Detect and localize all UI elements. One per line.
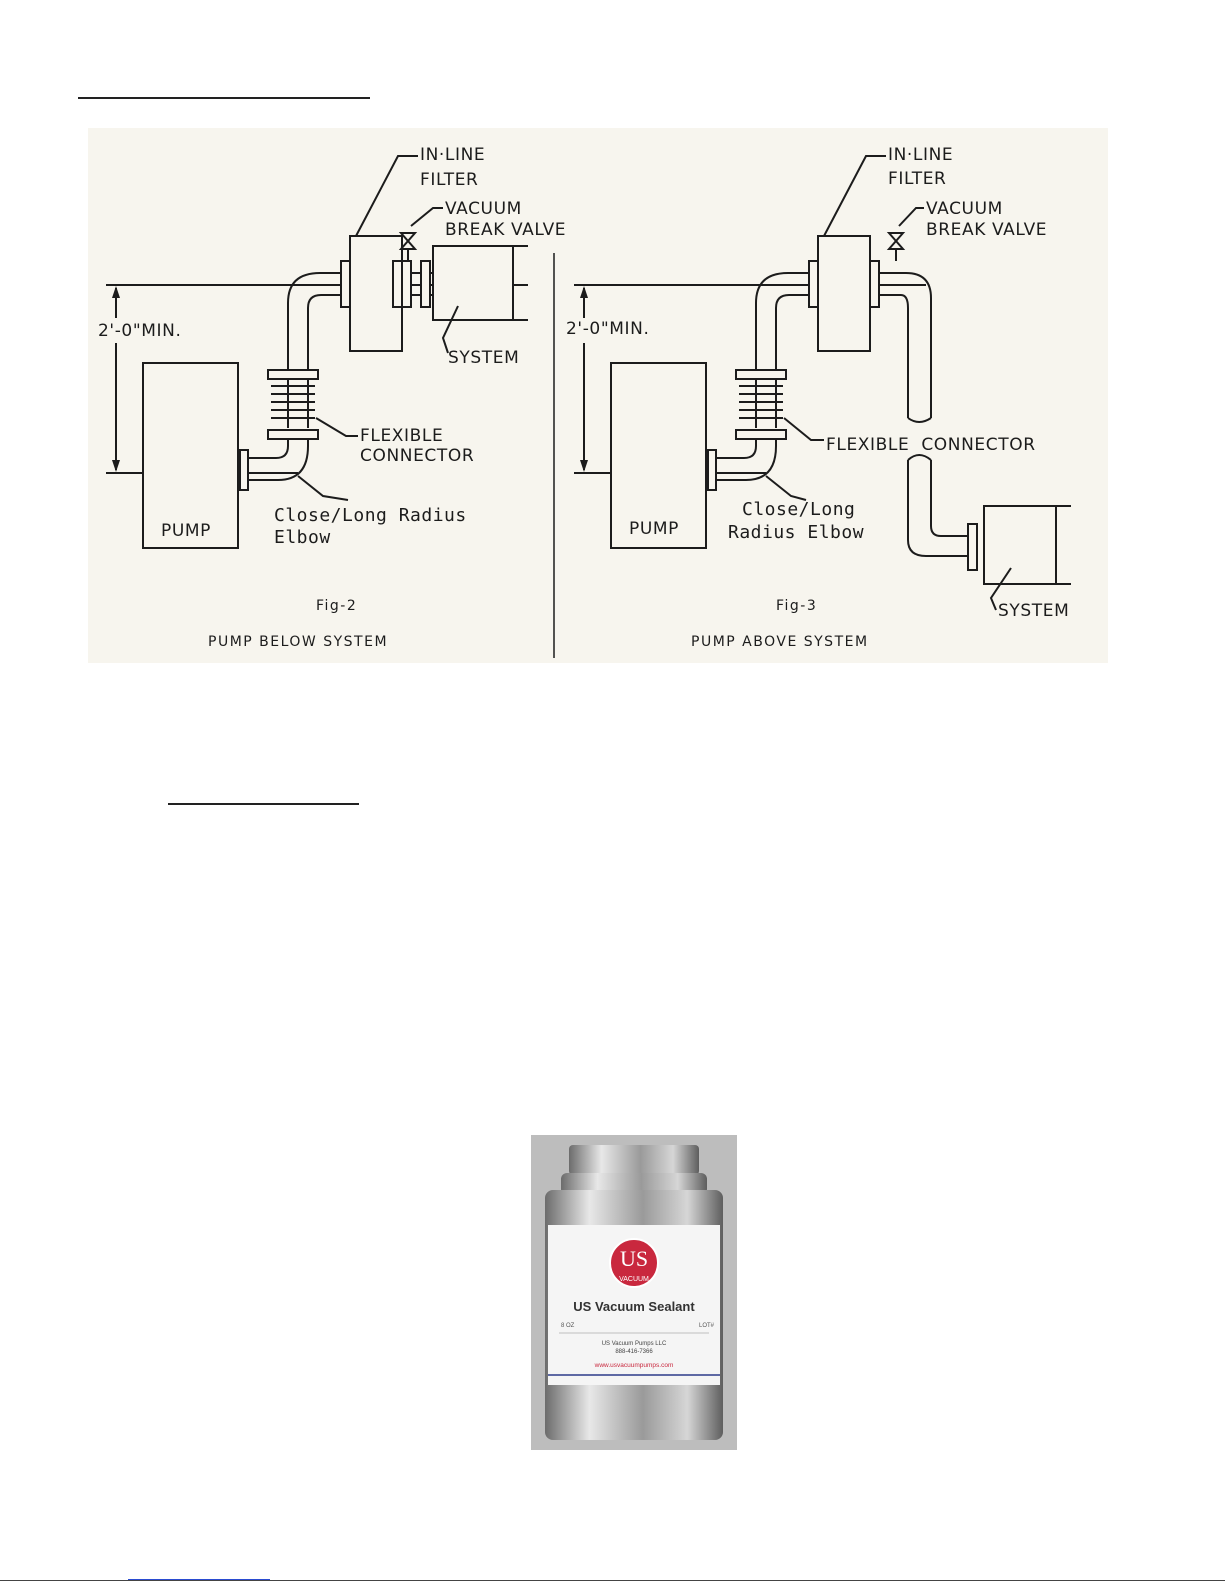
fig2-filter-label-1: IN·LINE [420, 145, 485, 165]
fig2-system-label: SYSTEM [448, 348, 519, 368]
fig3-system-label: SYSTEM [998, 601, 1069, 621]
fig3-group: 2'-0"MIN. PUMP [566, 145, 1071, 650]
fig3-system-flange [967, 523, 978, 571]
fig2-flex-label-2: CONNECTOR [360, 446, 474, 466]
fig3-inline-filter [817, 235, 871, 352]
page-bottom-rule [0, 1580, 1225, 1581]
can-shoulder [561, 1173, 707, 1195]
fig3-filter-label-1: IN·LINE [888, 145, 953, 165]
fig3-system-box [983, 505, 1057, 585]
sealant-can-photo: US VACUUM US Vacuum Sealant 8 OZ LOT# US… [531, 1135, 737, 1450]
fig3-pipe-break [907, 454, 932, 461]
company-phone: 888-416-7366 [615, 1349, 653, 1355]
fig2-elbow-leader [297, 475, 349, 501]
fig3-bellows [739, 380, 783, 428]
fig2-filter-leader [355, 155, 418, 237]
fig3-number: Fig-3 [776, 598, 817, 614]
fig3-arrow-up-icon [580, 286, 588, 298]
fig3-elbow-label-1: Close/Long [742, 499, 855, 520]
us-vacuum-logo [610, 1239, 658, 1287]
fig2-filter-flange-in [340, 260, 351, 308]
fig3-valve-label-2: BREAK VALVE [926, 220, 1047, 240]
section-heading-underline [78, 97, 370, 99]
fig3-pump [610, 362, 707, 549]
installation-diagram-svg: 2'-0"MIN. PUMP [98, 145, 1071, 658]
fig2-flex-flange-top [267, 369, 319, 380]
fig2-pump-flange [239, 449, 249, 491]
fig2-number: Fig-2 [316, 598, 357, 614]
fig2-elbow-label-2: Elbow [274, 527, 331, 548]
fig3-vacuum-break-valve-icon [886, 232, 906, 243]
logo-text: US [620, 1246, 648, 1271]
sealant-can-svg: US VACUUM US Vacuum Sealant 8 OZ LOT# US… [531, 1135, 737, 1450]
can-lid [569, 1145, 699, 1175]
fig2-bellows [271, 380, 315, 428]
fig2-elbow-outer [246, 438, 309, 481]
fig2-valve-label-2: BREAK VALVE [445, 220, 566, 240]
fig2-valve-leader [410, 207, 443, 227]
fig2-vacuum-break-valve-icon [398, 232, 418, 243]
fig3-filter-label-2: FILTER [888, 169, 946, 189]
fig3-elbow-label-2: Radius Elbow [728, 522, 864, 543]
fig2-system-leader [441, 305, 459, 354]
fig2-valve-label-1: VACUUM [445, 199, 522, 219]
fig3-caption: PUMP ABOVE SYSTEM [691, 634, 869, 650]
fig2-pump-label: PUMP [161, 521, 211, 541]
fig2-pump [142, 362, 239, 549]
fig2-caption: PUMP BELOW SYSTEM [208, 634, 388, 650]
fig3-lower-pipe-outer [907, 460, 970, 557]
footer-link-underline[interactable] [128, 1579, 270, 1580]
fig3-downpipe-outer [879, 272, 932, 418]
logo-ring-text: VACUUM [619, 1276, 649, 1283]
subsection-heading-underline [168, 803, 359, 805]
company-name: US Vacuum Pumps LLC [602, 1341, 667, 1347]
product-name: US Vacuum Sealant [573, 1299, 695, 1314]
fig3-pump-flange [707, 449, 717, 491]
product-size: 8 OZ [561, 1323, 575, 1329]
fig2-arrow-up-icon [112, 286, 120, 298]
fig2-riser-outer [287, 272, 343, 370]
fig2-filter-flange-out [401, 260, 412, 308]
fig2-flex-leader [315, 417, 358, 437]
fig3-flex-label: FLEXIBLE CONNECTOR [826, 435, 1036, 455]
fig2-riser-inner [307, 294, 343, 370]
fig2-arrow-down-icon [112, 460, 120, 472]
installation-diagram: 2'-0"MIN. PUMP [88, 128, 1108, 663]
fig2-elbow-label-1: Close/Long Radius [274, 505, 467, 526]
fig2-flex-flange-bottom [267, 429, 319, 440]
fig2-flex-label-1: FLEXIBLE [360, 426, 443, 446]
fig2-elbow-inner [246, 438, 289, 459]
fig3-arrow-down-icon [580, 460, 588, 472]
fig2-filter-label-2: FILTER [420, 170, 478, 190]
fig2-valve-flange-a [392, 260, 403, 308]
fig2-dimension-label: 2'-0"MIN. [98, 321, 181, 341]
fig3-pump-label: PUMP [629, 519, 679, 539]
company-website: www.usvacuumpumps.com [594, 1362, 674, 1369]
fig2-system-box [432, 245, 514, 321]
fig3-dimension-label: 2'-0"MIN. [566, 319, 649, 339]
product-lot: LOT# [699, 1323, 715, 1329]
fig3-valve-label-1: VACUUM [926, 199, 1003, 219]
fig2-valve-flange-b [420, 260, 431, 308]
fig3-downpipe-inner [879, 294, 909, 418]
